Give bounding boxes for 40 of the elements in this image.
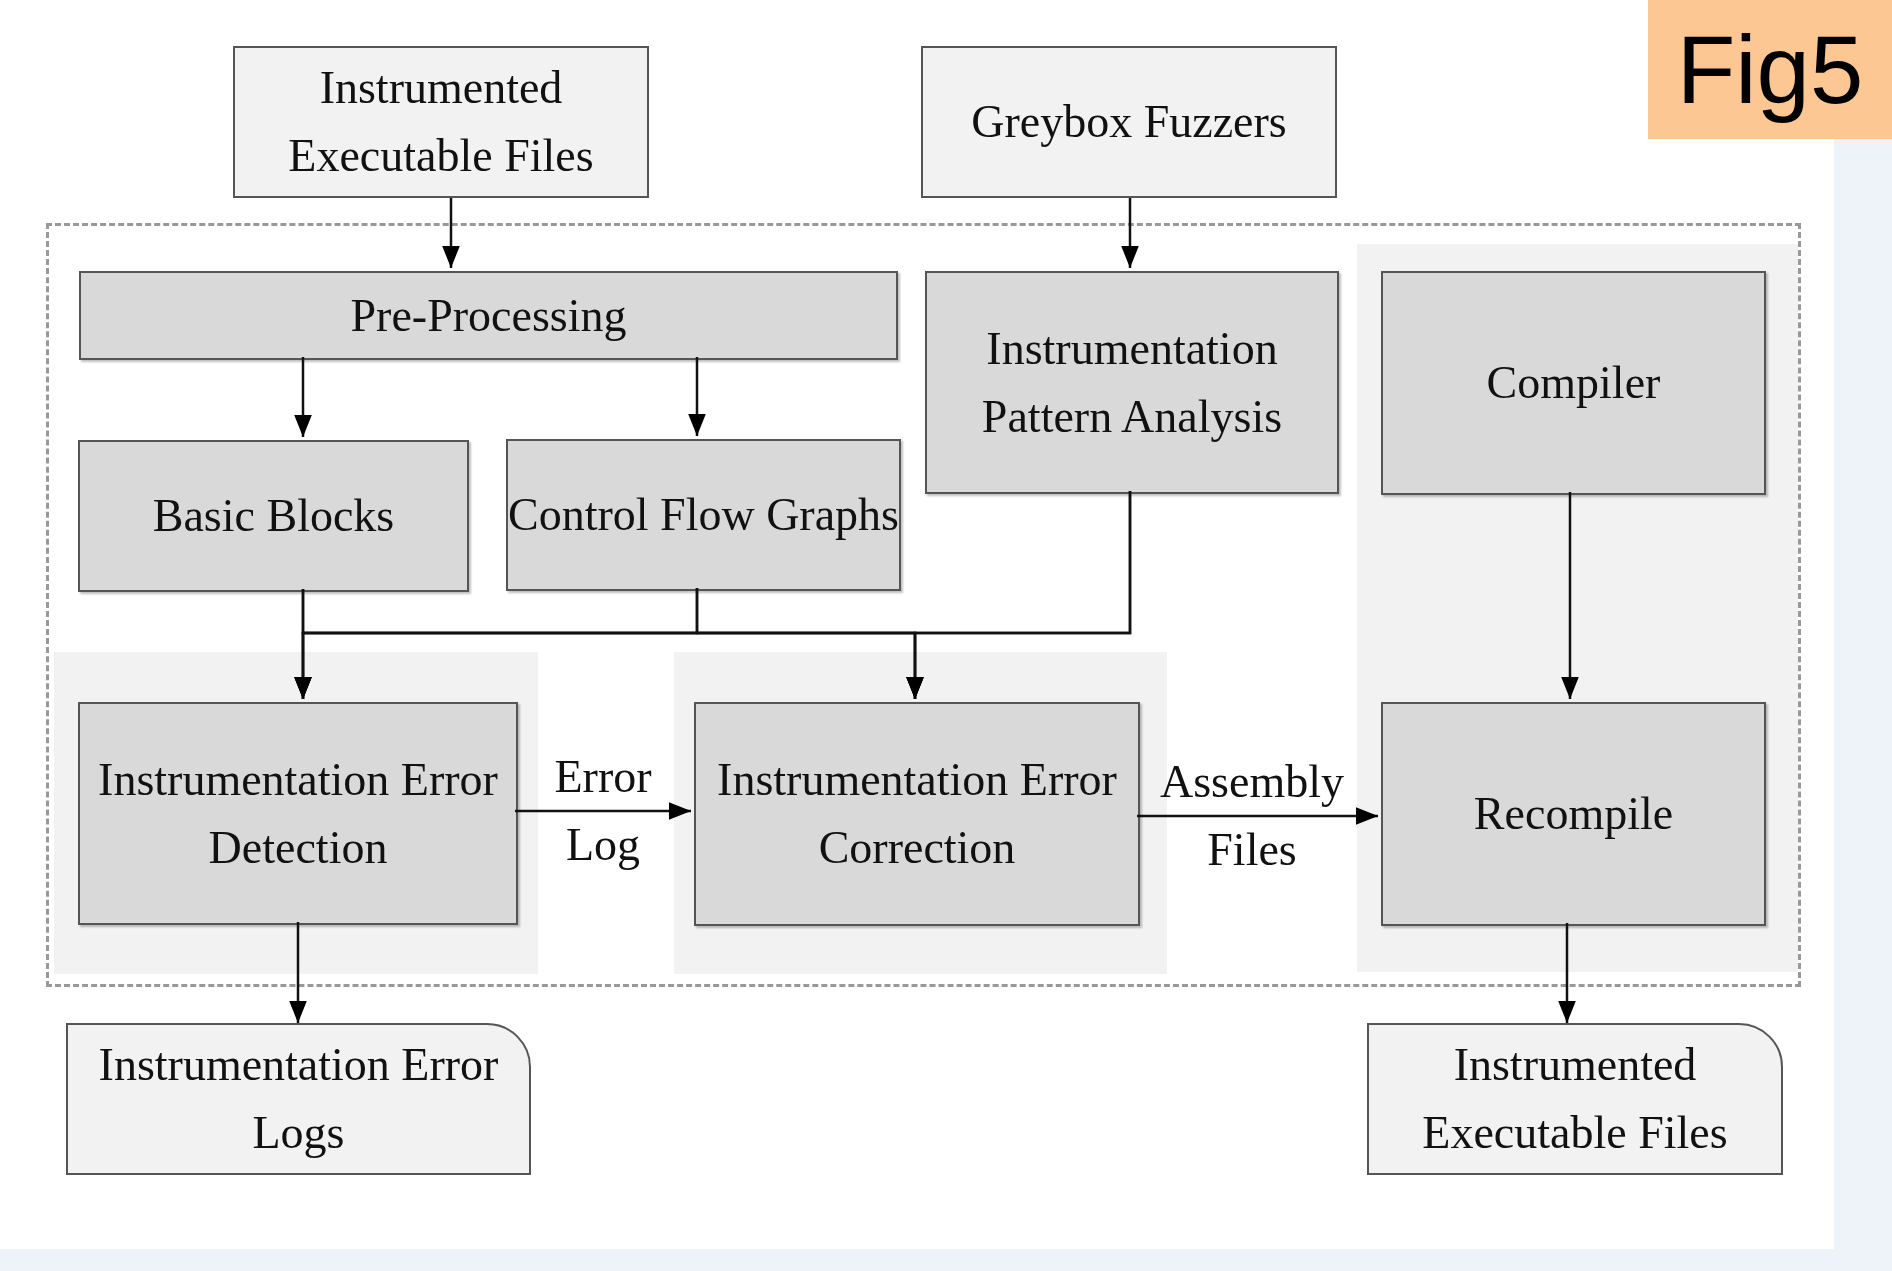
process-box: [78, 440, 469, 592]
arrow: [515, 802, 691, 820]
arrow: [1558, 923, 1576, 1023]
process-box: [694, 702, 1140, 926]
output-document: [66, 1023, 531, 1175]
group-panel: [1357, 244, 1798, 972]
arrow: [1121, 198, 1139, 268]
node-label: Instrumented Executable Files: [1421, 1038, 1729, 1160]
input-box: [921, 46, 1337, 198]
arrow: [442, 198, 460, 268]
group-panel: [54, 652, 538, 974]
process-box: [925, 271, 1339, 494]
arrow: [1137, 807, 1378, 825]
edge-label: Assembly Files: [1159, 755, 1345, 877]
figure-label: Fig5: [1648, 0, 1892, 139]
node-label: Instrumentation Error Logs: [97, 1038, 500, 1160]
input-box: [233, 46, 649, 198]
arrow: [906, 491, 1132, 699]
arrow: [688, 357, 706, 436]
arrow: [289, 922, 307, 1023]
process-box: [1381, 271, 1766, 495]
output-document: [1367, 1023, 1783, 1175]
process-box: [78, 702, 518, 925]
node-label: Compiler: [1486, 356, 1661, 410]
node-label: Recompile: [1473, 787, 1674, 841]
node-label: Basic Blocks: [152, 489, 395, 543]
node-label: Instrumentation Pattern Analysis: [980, 321, 1284, 444]
node-label: Instrumented Executable Files: [287, 61, 595, 183]
process-box: [1381, 702, 1766, 926]
node-label: Greybox Fuzzers: [971, 95, 1287, 149]
dashed-boundary: [46, 223, 1801, 987]
edge-label: Error Log: [553, 750, 653, 872]
arrow: [1561, 492, 1579, 699]
node-label: Instrumentation Error Correction: [716, 753, 1118, 875]
node-label: Pre-Processing: [350, 288, 627, 343]
node-label: Instrumentation Error Detection: [97, 752, 499, 875]
node-label: Control Flow Graphs: [508, 488, 899, 542]
arrow: [294, 357, 312, 437]
process-box: [506, 439, 901, 591]
process-box: [79, 271, 898, 360]
